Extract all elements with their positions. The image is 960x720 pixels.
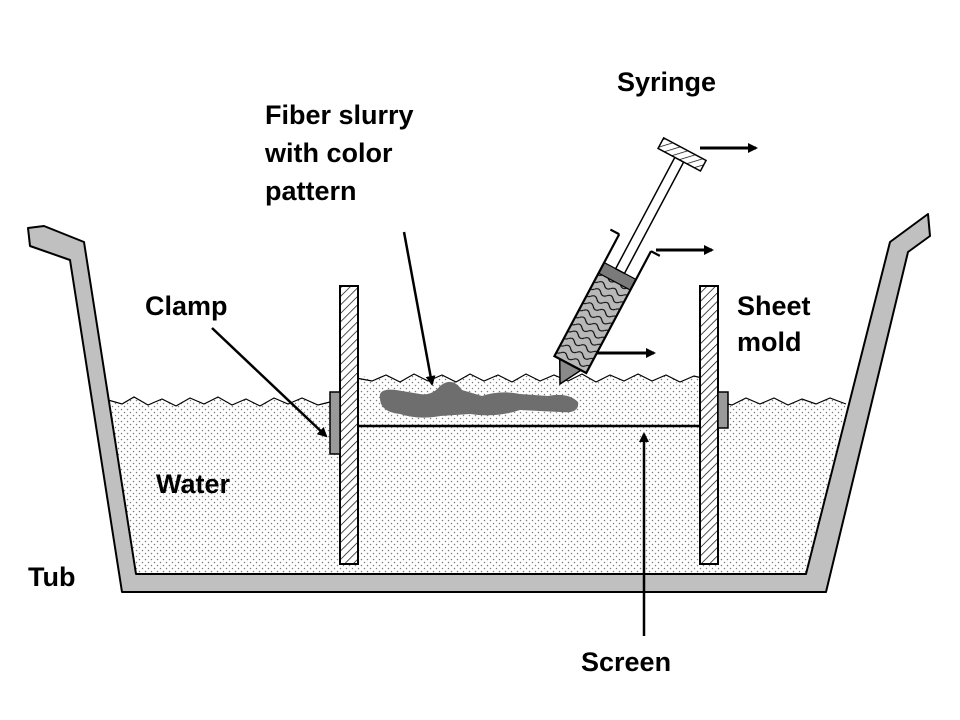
label-water: Water <box>156 469 231 499</box>
slurry-surface <box>355 373 703 383</box>
sheet-mold-right-wall <box>699 285 719 565</box>
leader-clamp <box>211 327 328 438</box>
syringe <box>552 136 708 386</box>
label-screen: Screen <box>581 647 672 677</box>
syringe-flange <box>609 228 661 257</box>
syringe-barrel <box>552 233 652 375</box>
leader-fiber-slurry <box>402 231 436 386</box>
label-fiber-slurry-line-1: Fiber slurry <box>265 100 414 130</box>
label-sheet-mold-line-1: Sheet <box>737 291 811 321</box>
water-surface-left <box>107 396 331 407</box>
label-fiber-slurry-line-2: with color <box>265 138 393 168</box>
label-sheet-mold-line-2: mold <box>737 327 802 357</box>
clamp-left <box>329 391 341 455</box>
label-syringe: Syringe <box>617 67 717 97</box>
syringe-contents <box>554 271 632 374</box>
water-surface-right <box>717 397 847 406</box>
label-tub: Tub <box>28 562 76 592</box>
syringe-thumb-rest <box>657 136 708 173</box>
clamp-right <box>717 391 729 429</box>
color-pattern-blob <box>379 381 579 418</box>
water-body <box>108 374 846 573</box>
label-clamp: Clamp <box>145 291 228 321</box>
label-fiber-slurry-line-3: pattern <box>265 176 357 206</box>
sheet-mold-left-wall <box>339 285 359 565</box>
tub <box>27 213 931 593</box>
